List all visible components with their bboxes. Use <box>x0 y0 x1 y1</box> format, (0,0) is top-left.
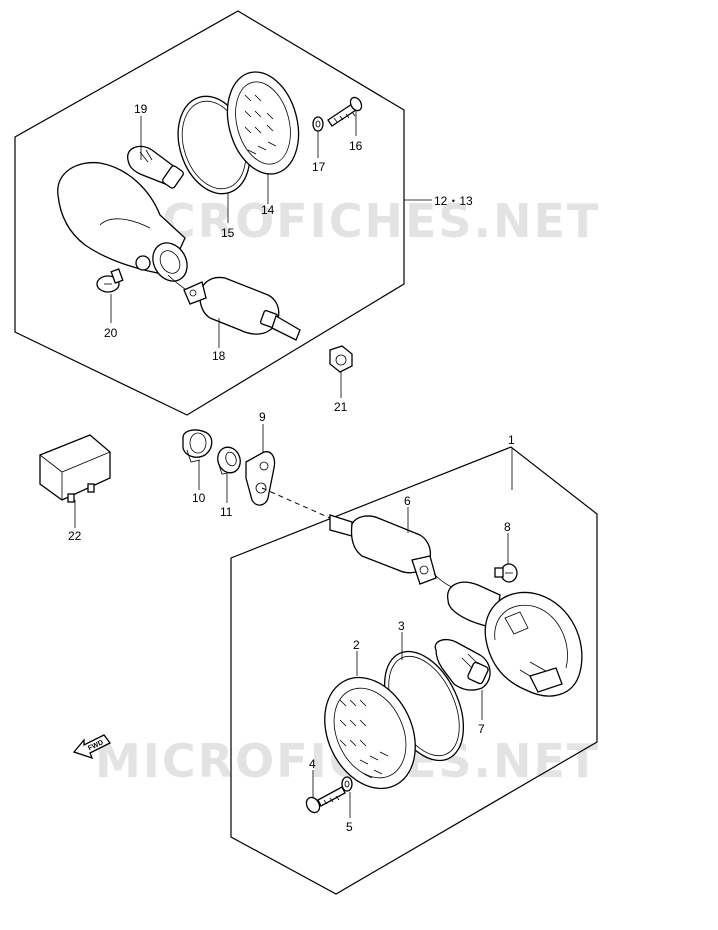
grommet-part <box>182 429 213 463</box>
upper-bolt-part <box>96 268 124 293</box>
upper-stem-part <box>167 274 301 341</box>
upper-assembly-frame <box>14 10 405 416</box>
upper-lens-part <box>226 71 300 175</box>
label-14: 14 <box>261 203 275 217</box>
label-4: 4 <box>309 757 316 771</box>
lower-lens-part <box>324 676 416 790</box>
assembly-guide-line <box>261 487 331 519</box>
lower-washer-part <box>341 776 353 792</box>
label-18: 18 <box>212 349 226 363</box>
label-22: 22 <box>68 529 82 543</box>
lower-bolt-part <box>494 563 518 583</box>
lower-housing-part <box>447 581 583 697</box>
label-19: 19 <box>134 102 148 116</box>
upper-screw-part <box>327 96 363 127</box>
label-1: 1 <box>508 433 515 447</box>
label-16: 16 <box>349 139 363 153</box>
label-3: 3 <box>398 619 405 633</box>
label-5: 5 <box>346 820 353 834</box>
upper-nut-part <box>329 345 353 373</box>
lower-bulb-part <box>434 638 491 691</box>
upper-bulb-part <box>127 145 184 189</box>
relay-part <box>39 434 111 503</box>
label-21: 21 <box>334 400 348 414</box>
lower-stem-part <box>329 514 466 591</box>
plate-part <box>245 451 276 506</box>
label-6: 6 <box>404 494 411 508</box>
label-2: 2 <box>353 638 360 652</box>
label-15: 15 <box>221 226 235 240</box>
label-11: 11 <box>220 505 233 519</box>
upper-washer-part <box>312 116 324 132</box>
label-8: 8 <box>504 520 511 534</box>
lower-assembly-frame <box>230 446 598 895</box>
leader-lines <box>74 110 513 818</box>
label-17: 17 <box>312 160 326 174</box>
label-12-13: 12・13 <box>434 194 473 208</box>
label-7: 7 <box>478 722 485 736</box>
label-9: 9 <box>259 410 266 424</box>
label-20: 20 <box>104 326 118 340</box>
collar-part <box>217 446 241 475</box>
lower-screw-part <box>305 786 346 814</box>
label-10: 10 <box>192 491 206 505</box>
upper-housing-part <box>57 161 188 282</box>
